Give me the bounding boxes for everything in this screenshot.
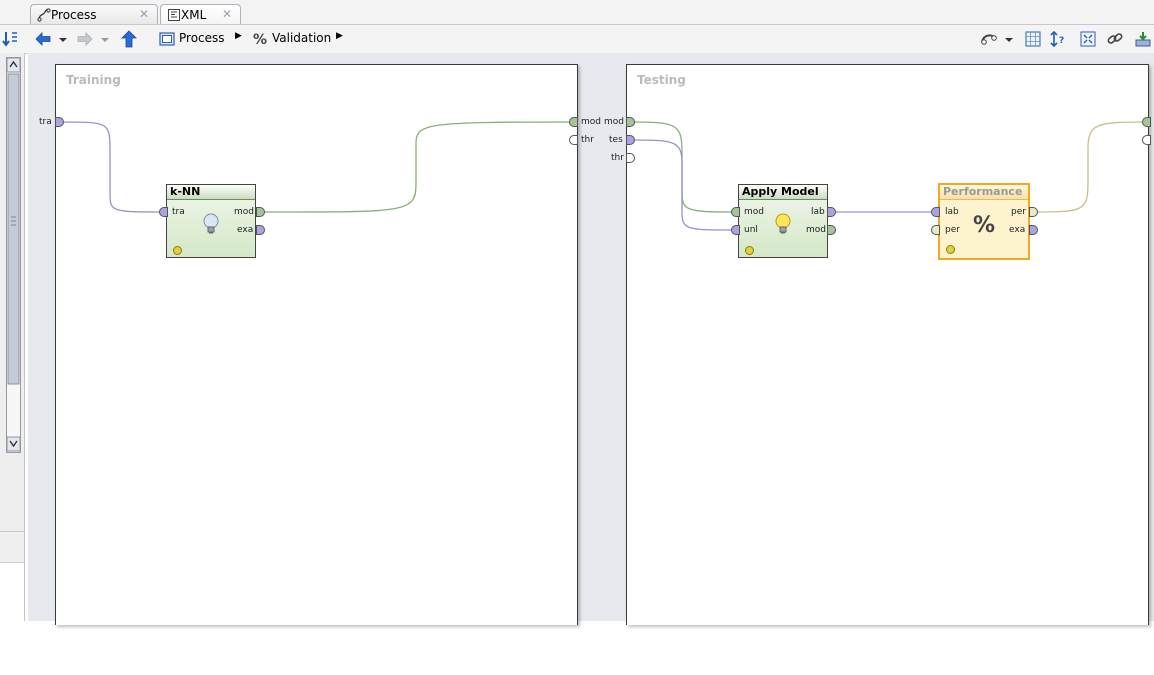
percent-icon: %	[973, 213, 995, 236]
port-label: thr	[611, 153, 624, 163]
close-icon[interactable]: ✕	[221, 7, 232, 21]
port-performance-exa[interactable]	[1029, 225, 1038, 235]
port-apply-mod[interactable]	[731, 207, 740, 217]
forward-arrow-icon[interactable]	[76, 30, 94, 48]
port-knn-tra[interactable]	[159, 207, 168, 217]
port-apply-lab[interactable]	[827, 207, 836, 217]
port-testing-output-1[interactable]	[1142, 117, 1151, 127]
lightbulb-icon	[203, 213, 219, 234]
wire-training-input	[60, 121, 163, 213]
process-canvas[interactable]: Training Testing tra mod thr mod tes thr…	[28, 53, 1154, 625]
port-testing-thr[interactable]	[626, 153, 635, 163]
port-label: unl	[744, 225, 758, 235]
port-label: exa	[1009, 225, 1026, 235]
wire-model-to-apply	[632, 121, 735, 213]
status-lamp-icon	[946, 245, 955, 254]
back-arrow-icon[interactable]	[34, 30, 52, 48]
breadcrumb-separator-icon: ▶	[336, 31, 343, 41]
svg-text:%: %	[253, 32, 267, 48]
add-building-block-icon[interactable]	[1134, 30, 1152, 48]
subprocess-title: Training	[66, 73, 121, 87]
editor-tab-strip: Process ✕ XML ✕	[0, 0, 1154, 25]
wire-model-output	[262, 121, 574, 213]
subprocess-testing[interactable]: Testing	[626, 64, 1149, 625]
port-training-tra[interactable]	[55, 117, 64, 127]
port-label: exa	[237, 225, 254, 235]
order-execution-icon[interactable]: ?	[1050, 30, 1068, 48]
port-performance-per[interactable]	[1029, 207, 1038, 217]
left-dock	[0, 53, 25, 675]
port-label: mod	[581, 117, 601, 127]
port-label: thr	[581, 135, 594, 145]
subprocess-training[interactable]: Training	[55, 64, 578, 625]
grid-icon[interactable]	[1024, 30, 1042, 48]
operator-title: Apply Model	[739, 185, 827, 200]
status-lamp-icon	[173, 246, 182, 255]
port-label: per	[945, 225, 960, 235]
subprocess-title: Testing	[637, 73, 686, 87]
port-knn-mod[interactable]	[256, 207, 265, 217]
port-label: mod	[234, 207, 254, 217]
breadcrumb-separator-icon: ▶	[235, 31, 242, 41]
port-label: tra	[172, 207, 185, 217]
breadcrumb-validation[interactable]: Validation	[272, 31, 332, 45]
port-apply-mod-out[interactable]	[827, 225, 836, 235]
port-label: mod	[744, 207, 764, 217]
process-toolbar: Process ▶ % Validation ▶ ?	[0, 25, 1154, 54]
breadcrumb-process[interactable]: Process	[179, 31, 225, 45]
left-pane	[0, 531, 24, 675]
port-training-mod[interactable]	[569, 117, 578, 127]
operator-performance[interactable]: Performance lab per per exa %	[938, 183, 1030, 260]
svg-text:?: ?	[1059, 36, 1064, 46]
operator-title: k-NN	[167, 185, 255, 200]
process-icon	[37, 8, 51, 22]
operator-title: Performance	[940, 185, 1028, 200]
chevron-down-icon[interactable]	[98, 30, 112, 48]
operator-knn[interactable]: k-NN tra mod exa	[166, 184, 256, 258]
tab-xml-label: XML	[181, 7, 207, 22]
tab-process-label: Process	[51, 7, 97, 22]
port-label: tes	[609, 135, 623, 145]
sort-down-icon[interactable]	[2, 30, 20, 48]
port-apply-unl[interactable]	[731, 225, 740, 235]
up-arrow-icon[interactable]	[120, 30, 138, 48]
chevron-down-icon[interactable]	[1002, 30, 1016, 48]
port-performance-lab[interactable]	[931, 207, 940, 217]
validation-icon: %	[253, 32, 267, 48]
fit-to-view-icon[interactable]	[1079, 30, 1097, 48]
status-lamp-icon	[745, 246, 754, 255]
close-icon[interactable]: ✕	[138, 7, 149, 21]
port-label: lab	[945, 207, 959, 217]
port-training-thr[interactable]	[569, 135, 578, 145]
port-testing-mod[interactable]	[626, 117, 635, 127]
operator-apply-model[interactable]: Apply Model mod unl lab mod	[738, 184, 828, 258]
xml-icon	[168, 9, 180, 21]
wire-test-data	[632, 139, 735, 231]
port-label: mod	[604, 117, 624, 127]
port-label: mod	[806, 225, 826, 235]
chevron-down-icon[interactable]	[56, 30, 70, 48]
port-label: per	[1011, 207, 1026, 217]
auto-wire-icon[interactable]	[980, 30, 998, 48]
link-icon[interactable]	[1106, 30, 1124, 48]
tab-process[interactable]: Process ✕	[30, 4, 158, 24]
port-knn-exa[interactable]	[256, 225, 265, 235]
port-performance-per-in[interactable]	[931, 225, 940, 235]
port-label: tra	[39, 117, 52, 127]
left-pane-header	[0, 532, 24, 563]
port-testing-tes[interactable]	[626, 135, 635, 145]
connection-wires	[60, 121, 1148, 231]
port-testing-output-2[interactable]	[1142, 135, 1151, 145]
tab-xml[interactable]: XML ✕	[160, 4, 241, 24]
port-label: lab	[811, 207, 825, 217]
lightbulb-icon	[775, 213, 791, 234]
vertical-scrollbar[interactable]	[6, 57, 21, 453]
svg-text:%: %	[973, 213, 995, 236]
process-icon	[159, 32, 175, 46]
wire-performance-output	[1034, 121, 1148, 213]
